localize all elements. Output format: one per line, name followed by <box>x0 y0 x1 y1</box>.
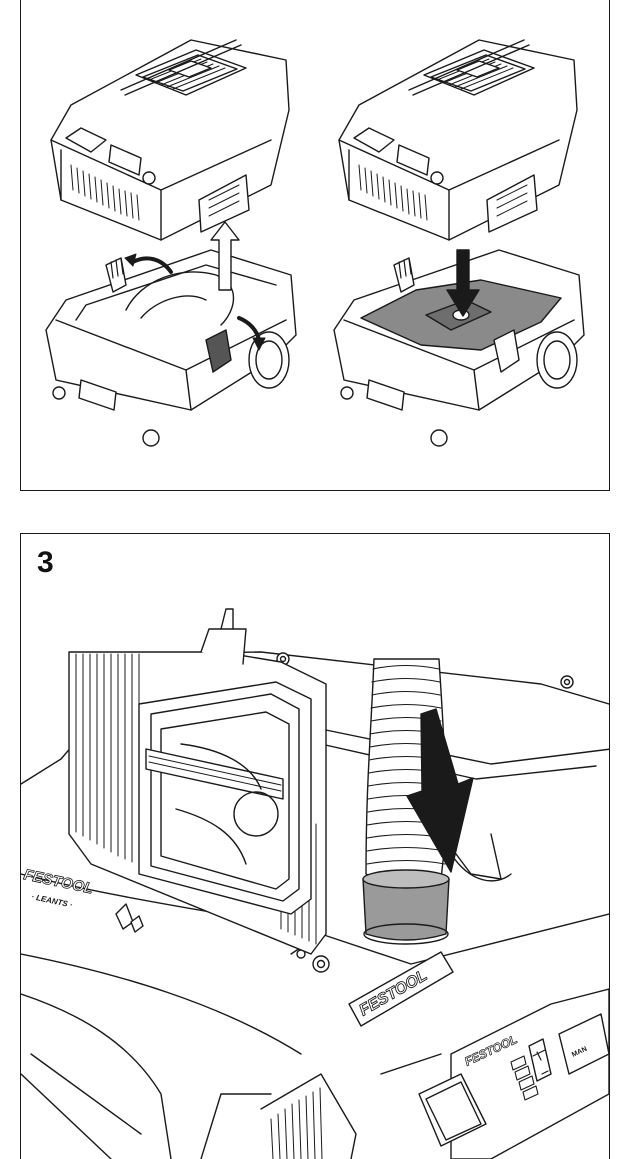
motor-head-right <box>338 39 578 241</box>
machine-front <box>21 903 442 1159</box>
lift-arrow <box>210 221 240 291</box>
container-right <box>333 249 585 447</box>
motor-head-left <box>50 39 290 241</box>
insert-hose-arrow <box>406 708 474 873</box>
sublabel-text: · LEANTS · <box>31 892 74 910</box>
rotate-arrow-1 <box>131 256 173 274</box>
plus-minus-rocker <box>528 1038 552 1082</box>
hose-connection-illustration: FESTOOL FESTOOL · LEANTS · FESTOOL MAN <box>21 608 609 1159</box>
suction-level-leds <box>510 1055 539 1101</box>
left-step-illustration <box>45 39 297 447</box>
figure-number: 3 <box>37 546 54 579</box>
side-logo: FESTOOL · LEANTS · <box>22 866 95 910</box>
illustration-panel-top <box>20 0 610 491</box>
illustration-panel-3: 3 <box>20 533 610 1159</box>
filter-lid-open <box>68 608 327 955</box>
control-panel: FESTOOL MAN <box>418 988 609 1159</box>
bag-change-illustration <box>45 39 585 447</box>
press-down-arrow <box>446 249 480 317</box>
power-button-outline <box>418 1073 487 1147</box>
man-button-outline <box>558 1013 609 1075</box>
container-left <box>45 249 297 447</box>
festool-logo-plate: FESTOOL <box>348 951 454 1027</box>
right-step-illustration <box>333 39 585 447</box>
